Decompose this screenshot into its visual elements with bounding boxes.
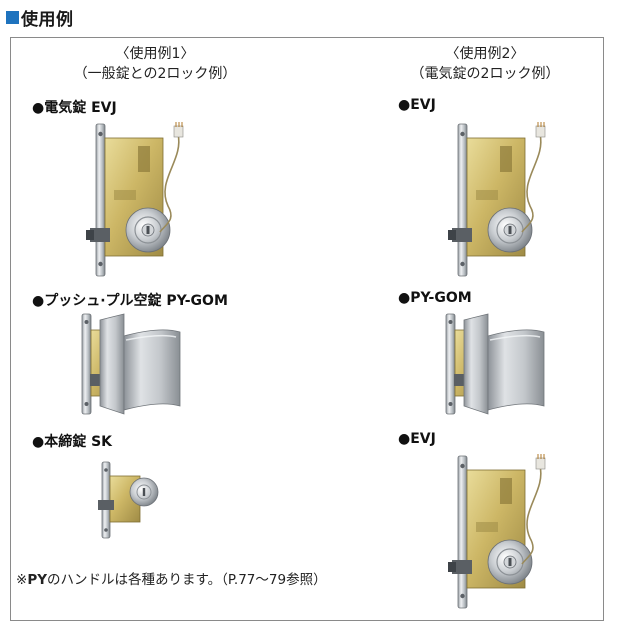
push-pull-handle-lock-icon <box>440 310 550 424</box>
electric-mortise-lock-icon <box>86 120 201 289</box>
section-title: 使用例 <box>21 9 74 30</box>
col2-item-label-evj: ●EVJ <box>398 97 436 113</box>
col2-item-label-evj-2: ●EVJ <box>398 431 436 447</box>
handle-variety-note: ※PYのハンドルは各種あります。（P.77～79参照） <box>16 568 327 588</box>
col1-title-line1: 〈使用例1〉 <box>115 46 195 62</box>
note-text: のハンドルは各種あります。（P.77～79参照） <box>46 572 327 588</box>
deadbolt-lock-icon <box>96 456 166 550</box>
col2-title-line1: 〈使用例2〉 <box>445 46 525 62</box>
heading-square-icon <box>6 10 19 24</box>
push-pull-handle-lock-icon <box>76 310 186 424</box>
section-heading: 使用例 <box>6 6 74 30</box>
usage-examples-frame <box>10 37 604 621</box>
col2-title-line2: （電気錠の2ロック例） <box>410 66 560 82</box>
col1-item-label-evj: ●電気錠 EVJ <box>32 100 117 116</box>
note-prefix: ※ <box>16 572 28 588</box>
col1-item-label-sk: ●本締錠 SK <box>32 434 113 450</box>
electric-mortise-lock-icon <box>448 120 563 289</box>
col1-item-label-py-gom: ●プッシュ·プル空錠 PY-GOM <box>32 293 228 309</box>
note-bold-py: PY <box>27 572 47 588</box>
col2-item-label-py-gom: ●PY-GOM <box>398 290 472 306</box>
col1-title-line2: （一般錠との2ロック例） <box>73 66 237 82</box>
col2-title: 〈使用例2〉 （電気錠の2ロック例） <box>380 44 590 84</box>
col1-title: 〈使用例1〉 （一般錠との2ロック例） <box>40 44 270 84</box>
electric-mortise-lock-icon <box>448 452 563 621</box>
